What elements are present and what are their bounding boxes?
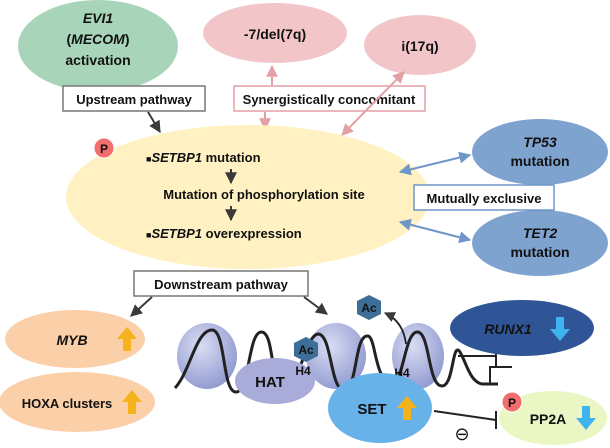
promoter-mark	[489, 366, 512, 384]
set-label: SET	[357, 401, 386, 418]
acetyl-left-label: Ac	[298, 343, 314, 357]
arrow-deacetyl	[384, 312, 407, 345]
tet2-line2: mutation	[510, 244, 569, 260]
dna-strand-3	[389, 330, 498, 388]
acetyl-top: Ac	[357, 295, 381, 320]
downstream-label: Downstream pathway	[154, 277, 288, 292]
hat-node: HAT	[235, 358, 315, 404]
runx1-down-arrow-icon	[550, 317, 570, 341]
phospho-badge-top: P	[93, 137, 115, 159]
downstream-box: Downstream pathway	[133, 270, 309, 297]
synergy-box: Synergistically concomitant	[233, 85, 426, 112]
arrow-upstream	[147, 111, 161, 134]
dna-strand-1	[173, 328, 284, 394]
pp2a-node: PP2A	[499, 391, 607, 445]
i17q-node: i(17q)	[364, 15, 476, 75]
hat-label: HAT	[255, 374, 285, 391]
hoxa-up-arrow-icon	[122, 390, 142, 414]
pp2a-down-arrow-icon	[576, 406, 596, 430]
inhibit-line	[433, 410, 497, 421]
hoxa-node: HOXA clusters	[0, 372, 155, 432]
evi1-line3: activation	[65, 52, 130, 68]
tet2-line1: TET2	[523, 225, 557, 241]
hoxa-label: HOXA clusters	[22, 396, 113, 411]
tp53-node: TP53 mutation	[472, 119, 608, 185]
synergy-label: Synergistically concomitant	[243, 92, 416, 107]
setbp1-overexpression-line: ■SETBP1 overexpression	[146, 226, 302, 241]
mutually-exclusive-box: Mutually exclusive	[413, 184, 555, 211]
evi1-line2: (MECOM)	[66, 31, 129, 47]
tp53-line2: mutation	[510, 153, 569, 169]
pp2a-label: PP2A	[530, 411, 567, 427]
acetyl-top-label: Ac	[361, 301, 377, 315]
del7q-node: -7/del(7q)	[203, 3, 347, 63]
tp53-line1: TP53	[523, 134, 557, 150]
phospho-pp2a-label: P	[508, 396, 516, 410]
arrow-to-myb	[130, 296, 153, 317]
myb-up-arrow-icon	[117, 327, 137, 351]
phospho-top-label: P	[100, 142, 108, 156]
mutually-label: Mutually exclusive	[427, 191, 542, 206]
i17q-label: i(17q)	[401, 38, 438, 54]
setbp1-center-node: ■SETBP1 mutation Mutation of phosphoryla…	[66, 125, 430, 269]
upstream-box: Upstream pathway	[62, 85, 206, 112]
arrow-tet2	[398, 218, 472, 244]
acetyl-left: Ac	[294, 337, 318, 362]
arrow-to-chromatin	[303, 296, 328, 315]
myb-label: MYB	[56, 332, 87, 348]
nucleosome-1	[177, 323, 237, 389]
phosphorylation-line: Mutation of phosphorylation site	[163, 187, 365, 202]
tet2-node: TET2 mutation	[472, 210, 608, 276]
runx1-node: RUNX1	[450, 300, 594, 356]
h4-left-label: H4	[295, 364, 311, 378]
upstream-label: Upstream pathway	[76, 92, 192, 107]
setbp1-mutation-line: ■SETBP1 mutation	[146, 150, 261, 165]
arrow-tp53	[398, 151, 472, 176]
minus-icon: ⊖	[454, 424, 469, 444]
runx1-label: RUNX1	[484, 321, 532, 337]
set-up-arrow-icon	[397, 396, 417, 420]
del7q-label: -7/del(7q)	[244, 26, 306, 42]
nucleosome-2	[306, 323, 366, 389]
evi1-node: EVI1 (MECOM) activation	[18, 0, 178, 92]
evi1-line1: EVI1	[83, 10, 114, 26]
set-node: SET	[328, 373, 432, 443]
myb-node: MYB	[5, 310, 145, 368]
arrow-i17q-diag	[341, 71, 405, 136]
phospho-badge-pp2a: P	[501, 391, 523, 413]
